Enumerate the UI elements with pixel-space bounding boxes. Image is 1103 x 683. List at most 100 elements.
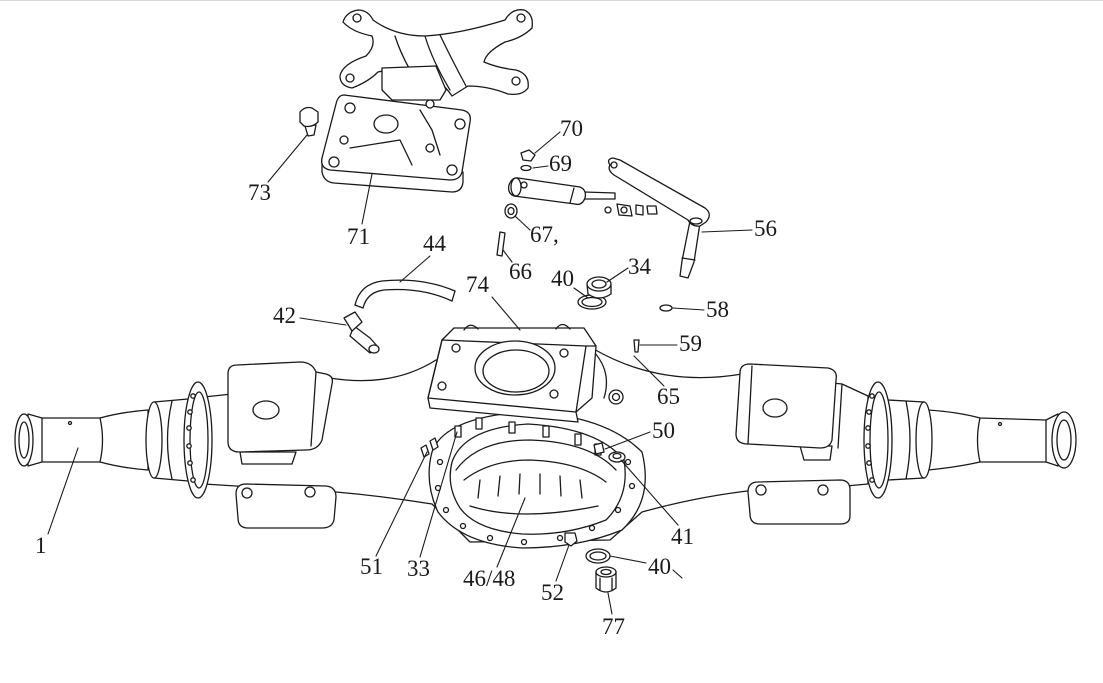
- hose-44-shape: [451, 290, 456, 302]
- carrier-mounting-flange-74-shape: [482, 349, 550, 393]
- part-label-52: 52: [541, 580, 564, 605]
- linkage-hardware-shape: [620, 206, 628, 214]
- left-hub-flange-shape: [190, 393, 196, 399]
- cylinder-shape: [510, 177, 522, 197]
- left-hub-flange-shape: [187, 460, 193, 466]
- part-label-77: 77: [602, 614, 625, 639]
- cylinder-shape: [507, 177, 587, 206]
- plug-77: [595, 566, 617, 593]
- fitting-50-shape: [593, 442, 605, 455]
- bushing-67: [504, 203, 518, 219]
- part-label-1: 1: [35, 533, 47, 558]
- differential-cover-shape: [449, 423, 626, 535]
- cylinder-shape: [520, 181, 528, 189]
- fittings-51-shape: [429, 437, 439, 451]
- differential-cover-shape: [614, 506, 622, 514]
- hose-44: [354, 279, 456, 309]
- mounting-plate-71-shape: [344, 102, 356, 114]
- mounting-plate-71-shape: [373, 114, 399, 134]
- part-label-67: 67,: [530, 222, 559, 247]
- leader-line-44: [399, 255, 431, 283]
- carrier-mounting-flange-74: [427, 323, 597, 423]
- part-label-42: 42: [273, 303, 296, 328]
- fitting-42-shape: [368, 344, 380, 354]
- hose-44-shape: [354, 304, 364, 309]
- differential-cover-shape: [588, 524, 596, 532]
- carrier-mounting-flange-74-shape: [437, 381, 447, 391]
- part-label-34: 34: [628, 254, 651, 279]
- left-axle-shaft-shape: [38, 409, 149, 471]
- washer-58: [659, 304, 673, 312]
- cover-studs-33-shape: [542, 425, 550, 438]
- leader-line-46-48: [496, 497, 526, 568]
- differential-cover: [428, 411, 646, 549]
- cap-34: [586, 276, 612, 299]
- left-hub-flange-shape: [186, 443, 192, 449]
- part-label-56: 56: [754, 216, 777, 241]
- mounting-plate-71-shape: [349, 139, 413, 166]
- left-axle-shaft-shape: [18, 421, 30, 459]
- bushing-67-shape: [507, 206, 515, 216]
- mounting-plate-71-shape: [339, 135, 349, 145]
- leader-line-66: [502, 249, 513, 263]
- o-ring-40-upper-shape: [581, 296, 603, 308]
- leader-line-56: [701, 229, 753, 233]
- right-lower-bracket-shape: [817, 484, 829, 496]
- top-mount-bracket: [339, 9, 533, 97]
- mounting-plate-71-shape: [328, 156, 340, 168]
- nut-70: [520, 149, 536, 162]
- plug-65: [608, 389, 624, 405]
- leader-line-40-lower: [609, 555, 647, 564]
- steering-lever-56-shape: [610, 161, 618, 169]
- axle-housing-body-shape: [837, 383, 843, 449]
- leader-line-69: [532, 165, 549, 169]
- part-label-40-lower: 40: [648, 554, 671, 579]
- part-label-70: 70: [560, 116, 583, 141]
- linkage-hardware: [604, 203, 658, 217]
- o-ring-40-lower-shape: [589, 551, 607, 561]
- right-axle-shaft-shape: [905, 400, 911, 480]
- differential-cover-shape: [477, 479, 481, 499]
- carrier-mounting-flange-74-shape: [549, 389, 559, 399]
- steering-lever-56: [607, 157, 710, 279]
- top-mount-bracket-shape: [339, 9, 533, 97]
- leader-line-51: [375, 451, 428, 557]
- mounting-plate-71-shape: [419, 109, 441, 156]
- leader-lines: [47, 131, 753, 615]
- differential-cover-shape: [559, 475, 562, 497]
- cap-34-shape: [591, 279, 607, 289]
- axle-housing-body-shape: [593, 351, 608, 399]
- differential-cover-shape: [442, 506, 450, 514]
- carrier-mounting-flange-74-shape: [463, 324, 479, 331]
- left-spring-pad-shape: [310, 371, 317, 447]
- carrier-mounting-flange-74-shape: [427, 339, 577, 413]
- part-label-74: 74: [466, 272, 489, 297]
- left-hub-flange-shape: [189, 391, 209, 489]
- part-label-73: 73: [248, 180, 271, 205]
- left-axle-shaft-shape: [166, 400, 173, 480]
- linkage-hardware-shape: [635, 204, 644, 216]
- differential-cover-shape: [497, 475, 501, 497]
- part-label-51: 51: [360, 554, 383, 579]
- differential-cover-shape: [469, 505, 599, 515]
- cover-studs-33-shape: [475, 417, 483, 430]
- left-hub-flange-shape: [187, 409, 193, 415]
- leader-line-70: [534, 131, 561, 154]
- right-spring-pad-shape: [747, 365, 753, 445]
- leader-line-50: [604, 431, 651, 450]
- top-mount-bracket-shape: [439, 34, 467, 87]
- leader-line-1: [47, 447, 79, 535]
- right-hub-flange-shape: [866, 409, 872, 415]
- leader-line-74: [491, 296, 521, 331]
- right-axle-shaft: [887, 399, 1077, 481]
- part-label-69: 69: [549, 151, 572, 176]
- carrier-mounting-flange-74-shape: [559, 348, 569, 358]
- left-spring-pad-shape: [252, 400, 280, 420]
- plug-65-shape: [611, 392, 621, 402]
- right-lower-bracket: [747, 479, 851, 525]
- breather-41: [608, 451, 626, 463]
- left-lower-bracket: [235, 483, 337, 529]
- pin-66: [496, 231, 506, 257]
- cylinder-shape: [583, 191, 616, 200]
